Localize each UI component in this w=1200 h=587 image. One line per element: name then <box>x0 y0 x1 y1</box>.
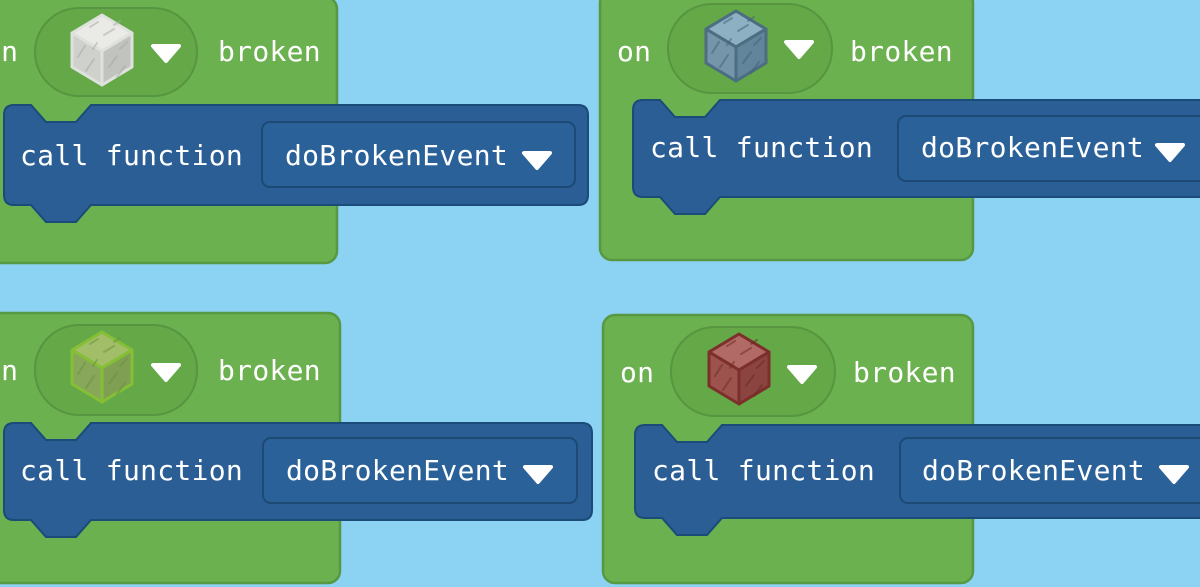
dropdown-arrow-icon <box>787 365 817 384</box>
dropdown-arrow-icon <box>151 44 181 63</box>
call-function-label: call function <box>20 139 244 172</box>
dropdown-arrow-icon <box>151 363 181 382</box>
on-label: on <box>617 35 652 68</box>
on-label: on <box>0 35 19 68</box>
dropdown-arrow-icon <box>522 151 552 170</box>
function-name-dropdown[interactable] <box>899 437 1200 504</box>
broken-label: broken <box>218 35 321 68</box>
cube-right-face <box>734 27 768 83</box>
cube-texture <box>711 16 762 74</box>
call-function-block-bottom-right[interactable] <box>634 424 1200 536</box>
gray-block-icon <box>70 13 134 87</box>
broken-label: broken <box>218 354 321 387</box>
call-function-block-top-left[interactable] <box>3 104 589 223</box>
dropdown-arrow-icon <box>784 40 814 59</box>
cube-right-face <box>100 31 134 87</box>
dropdown-arrow-icon <box>1159 465 1189 484</box>
green-block-icon <box>70 330 134 404</box>
cube-texture <box>77 337 128 395</box>
call-function-label: call function <box>650 131 874 164</box>
call-function-label: call function <box>20 454 244 487</box>
call-function-block-bottom-left[interactable] <box>3 422 593 538</box>
broken-label: broken <box>853 356 956 389</box>
function-name-dropdown[interactable] <box>261 121 576 188</box>
on-label: on <box>620 356 655 389</box>
function-name-value: doBrokenEvent <box>286 454 510 487</box>
broken-label: broken <box>850 35 953 68</box>
dropdown-arrow-icon <box>1155 143 1185 162</box>
cube-right-face <box>737 350 771 406</box>
cube-texture <box>77 20 128 78</box>
call-function-block-top-right[interactable] <box>632 99 1200 215</box>
on-label: on <box>0 354 19 387</box>
dropdown-arrow-icon <box>523 465 553 484</box>
red-block-icon <box>707 332 771 406</box>
function-name-value: doBrokenEvent <box>921 131 1145 164</box>
cube-texture <box>714 339 765 397</box>
function-name-dropdown[interactable] <box>897 115 1200 182</box>
call-function-label: call function <box>652 454 876 487</box>
cube-right-face <box>100 348 134 404</box>
function-name-value: doBrokenEvent <box>285 139 509 172</box>
blue-gray-block-icon <box>704 9 768 83</box>
function-name-value: doBrokenEvent <box>922 454 1146 487</box>
function-name-dropdown[interactable] <box>262 437 578 504</box>
